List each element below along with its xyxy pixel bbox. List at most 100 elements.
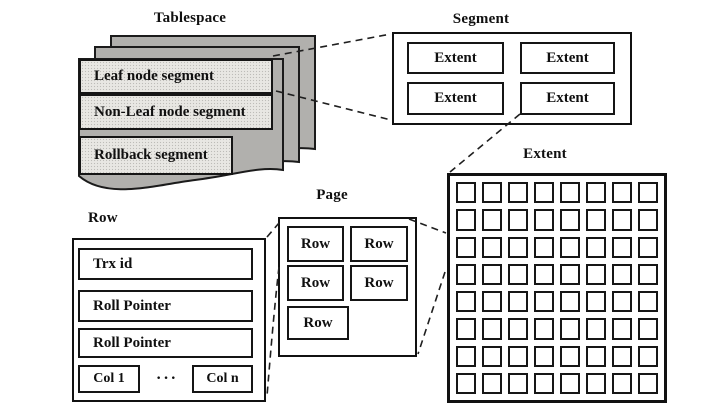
extent-grid-cell bbox=[612, 182, 632, 204]
extent-grid-cell bbox=[560, 182, 580, 204]
extent-cell-text: Extent bbox=[546, 49, 589, 66]
extent-grid-cell bbox=[612, 236, 632, 258]
page-row-cell: Row bbox=[287, 265, 344, 301]
extent-grid-cell bbox=[508, 236, 528, 258]
extent-grid-cell bbox=[638, 372, 658, 394]
extent-grid-cell bbox=[638, 263, 658, 285]
extent-grid-cell bbox=[586, 209, 606, 231]
extent-label: Extent bbox=[523, 146, 567, 162]
leaf-node-segment-text: Leaf node segment bbox=[94, 68, 214, 84]
non-leaf-node-segment-text: Non-Leaf node segment bbox=[94, 103, 246, 120]
extent-grid-cell bbox=[456, 291, 476, 313]
segment-extent-cell: Extent bbox=[520, 42, 615, 74]
extent-grid-cell bbox=[638, 291, 658, 313]
page-row-text: Row bbox=[300, 235, 331, 252]
rollback-segment-box: Rollback segment bbox=[79, 136, 233, 175]
page-row-text: Row bbox=[300, 274, 331, 291]
page-row-cell: Row bbox=[287, 306, 349, 340]
extent-grid-cell bbox=[508, 263, 528, 285]
extent-grid-cell bbox=[534, 182, 554, 204]
extent-grid-cell bbox=[586, 345, 606, 367]
extent-grid-cell bbox=[612, 345, 632, 367]
segment-extent-cell: Extent bbox=[407, 42, 504, 74]
extent-grid-cell bbox=[586, 263, 606, 285]
extent-grid-cell bbox=[456, 263, 476, 285]
extent-grid-cell bbox=[560, 345, 580, 367]
col-ellipsis-text: ··· bbox=[155, 370, 178, 387]
extent-cell-text: Extent bbox=[434, 90, 477, 106]
extent-grid-cell bbox=[456, 182, 476, 204]
extent-grid-cell bbox=[534, 209, 554, 231]
extent-grid-cell bbox=[586, 318, 606, 340]
extent-grid-cell bbox=[482, 291, 502, 313]
extent-cell-text: Extent bbox=[546, 90, 589, 106]
col-last-text: Col n bbox=[206, 371, 239, 386]
extent-grid-cell bbox=[638, 182, 658, 204]
extent-grid-cell bbox=[560, 372, 580, 394]
col-last-box: Col n bbox=[192, 365, 253, 393]
extent-grid-cell bbox=[508, 345, 528, 367]
extent-grid-cell bbox=[534, 236, 554, 258]
leaf-node-segment-box: Leaf node segment bbox=[79, 59, 273, 94]
page-row-text: Row bbox=[364, 274, 394, 291]
page-row-text: Row bbox=[303, 314, 333, 331]
extent-grid-cell bbox=[508, 182, 528, 204]
extent-grid-cell bbox=[534, 318, 554, 340]
extent-grid-cell bbox=[508, 209, 528, 231]
row-label: Row bbox=[88, 210, 118, 226]
page-label: Page bbox=[316, 187, 348, 203]
page-row-text: Row bbox=[364, 235, 394, 252]
row-field-text: Roll Pointer bbox=[93, 334, 171, 351]
extent-grid-cell bbox=[638, 209, 658, 231]
extent-grid-cell bbox=[456, 345, 476, 367]
segment-box: Extent Extent Extent Extent bbox=[392, 32, 632, 125]
extent-cell-text: Extent bbox=[434, 49, 477, 66]
extent-grid-cell bbox=[482, 263, 502, 285]
non-leaf-node-segment-box: Non-Leaf node segment bbox=[79, 94, 273, 130]
extent-grid-cell bbox=[612, 209, 632, 231]
extent-grid-cell bbox=[638, 236, 658, 258]
extent-grid-cell bbox=[586, 291, 606, 313]
page-row-cell: Row bbox=[350, 226, 408, 262]
extent-grid-cell bbox=[560, 263, 580, 285]
row-field-text: Trx id bbox=[93, 255, 133, 272]
tablespace-label: Tablespace bbox=[153, 10, 227, 26]
extent-grid-cell bbox=[456, 236, 476, 258]
extent-grid-cell bbox=[586, 372, 606, 394]
row-box: Trx id Roll Pointer Roll Pointer Col 1 ·… bbox=[72, 238, 266, 402]
extent-grid-cell bbox=[482, 318, 502, 340]
page-row-cell: Row bbox=[350, 265, 408, 301]
extent-grid-cell bbox=[534, 263, 554, 285]
extent-grid-cell bbox=[456, 209, 476, 231]
extent-grid-cell bbox=[612, 263, 632, 285]
extent-grid-cell bbox=[560, 209, 580, 231]
extent-grid-cell bbox=[534, 345, 554, 367]
segment-extent-cell: Extent bbox=[407, 82, 504, 115]
row-field-roll-pointer-1: Roll Pointer bbox=[78, 290, 253, 322]
segment-label: Segment bbox=[452, 11, 510, 27]
extent-grid-cell bbox=[560, 291, 580, 313]
extent-grid-cell bbox=[508, 372, 528, 394]
row-field-text: Roll Pointer bbox=[93, 297, 171, 314]
extent-grid-cell bbox=[560, 318, 580, 340]
extent-grid-cell bbox=[534, 372, 554, 394]
extent-grid bbox=[447, 173, 667, 403]
col-first-box: Col 1 bbox=[78, 365, 140, 393]
rollback-segment-text: Rollback segment bbox=[94, 147, 208, 163]
extent-grid-cell bbox=[508, 318, 528, 340]
extent-grid-cell bbox=[534, 291, 554, 313]
extent-grid-cell bbox=[456, 318, 476, 340]
extent-grid-cell bbox=[612, 318, 632, 340]
connector-extent-page-bottom bbox=[417, 271, 446, 355]
extent-grid-cell bbox=[508, 291, 528, 313]
page-box: Row Row Row Row Row bbox=[278, 217, 417, 357]
extent-grid-cell bbox=[586, 236, 606, 258]
extent-grid-cell bbox=[612, 372, 632, 394]
extent-grid-cell bbox=[482, 182, 502, 204]
col-first-text: Col 1 bbox=[93, 371, 125, 386]
extent-grid-cell bbox=[586, 182, 606, 204]
extent-grid-cell bbox=[638, 345, 658, 367]
page-row-cell: Row bbox=[287, 226, 344, 262]
row-field-roll-pointer-2: Roll Pointer bbox=[78, 328, 253, 358]
